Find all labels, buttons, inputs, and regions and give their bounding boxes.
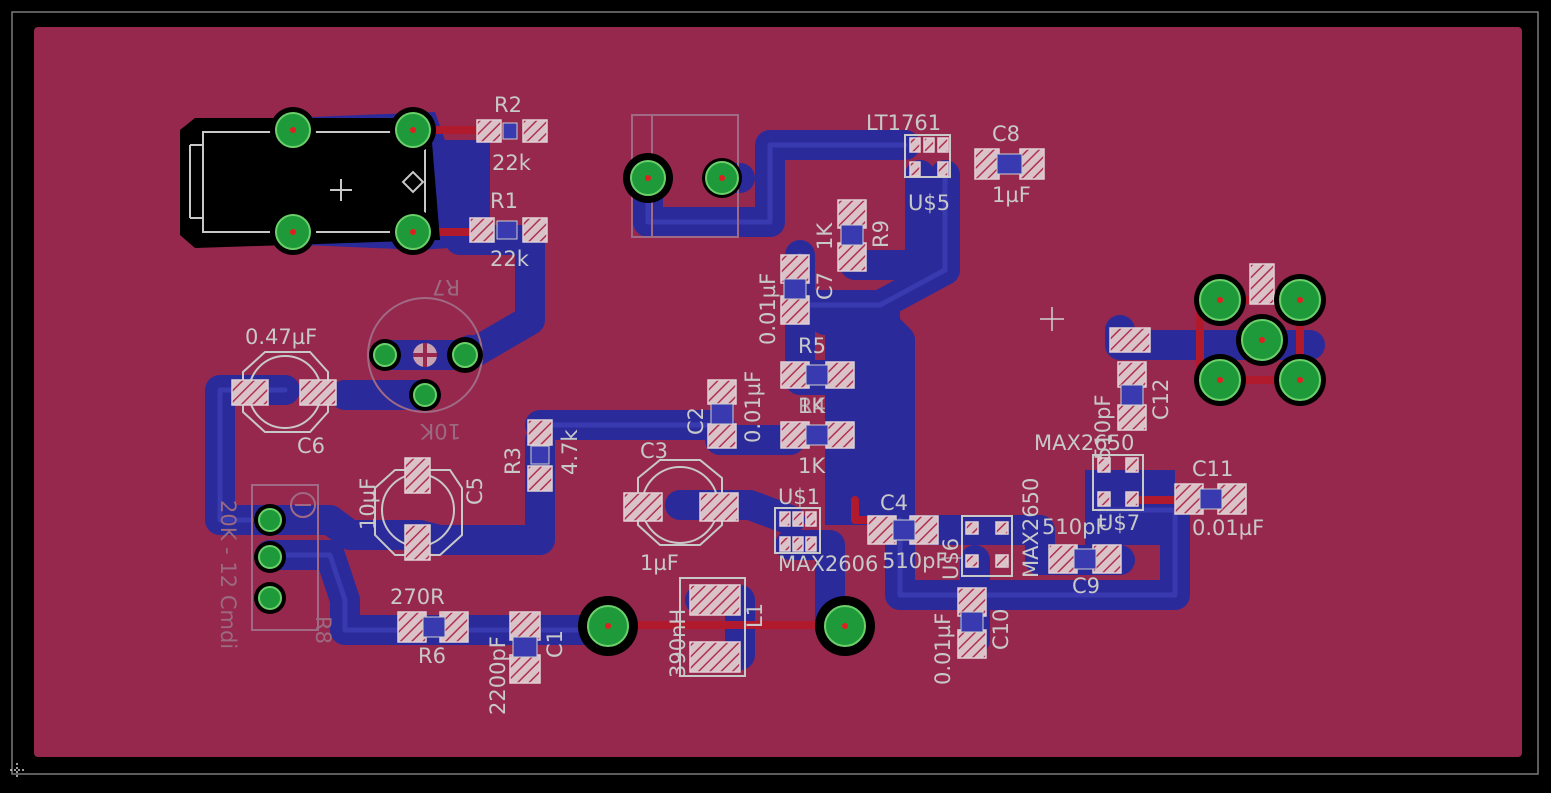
- label-r2: R2: [494, 93, 522, 117]
- label-c9: C9: [1072, 574, 1100, 598]
- r8-trimmer: [251, 484, 319, 631]
- label-r9-value: 1K: [813, 222, 837, 250]
- silkscreen-labels: R2 22k R1 22k R7 10K 0.47µF C6 LT1761 U$…: [216, 93, 1264, 715]
- label-r8: R8: [311, 616, 335, 644]
- label-r3: R3: [501, 447, 525, 475]
- label-r7: R7: [432, 275, 460, 299]
- label-c3-value: 1µF: [640, 551, 679, 575]
- label-c4: C4: [880, 491, 908, 515]
- label-c8-value: 1µF: [992, 183, 1031, 207]
- label-us6: U$6: [939, 538, 963, 580]
- label-c9-value: 510pF: [1042, 515, 1108, 539]
- r7-trimpot: [367, 297, 483, 413]
- label-c5-value: 10µF: [356, 478, 380, 530]
- label-max2650-b: MAX2650: [1034, 431, 1134, 455]
- label-r9: R9: [869, 220, 893, 248]
- label-r1: R1: [490, 189, 518, 213]
- label-c12-value: 510pF: [1091, 395, 1115, 461]
- label-r2-value: 22k: [492, 151, 532, 175]
- label-c2: C2: [684, 407, 708, 435]
- label-c11: C11: [1192, 457, 1233, 481]
- board-outline: [11, 11, 1539, 775]
- label-c7: C7: [813, 272, 837, 300]
- label-r7-value: 10K: [419, 419, 461, 443]
- label-us5: U$5: [908, 191, 950, 215]
- label-r5: R5: [798, 334, 826, 358]
- origin-markers: [10, 307, 1064, 777]
- label-c3: C3: [640, 439, 668, 463]
- label-us7: U$7: [1098, 511, 1140, 535]
- label-r6: R6: [418, 644, 446, 668]
- label-us1: U$1: [778, 485, 820, 509]
- label-r5-value: 1K: [798, 394, 826, 418]
- through-holes: [254, 107, 1326, 656]
- label-c2-value: 0.01µF: [741, 371, 765, 443]
- label-max2650-a: MAX2650: [1019, 478, 1043, 578]
- label-r8-value: 20K - 12 Cmdi: [216, 500, 240, 649]
- label-c5: C5: [463, 477, 487, 505]
- label-c10-value: 0.01µF: [931, 613, 955, 685]
- label-c10: C10: [989, 609, 1013, 650]
- label-c6: C6: [297, 434, 325, 458]
- label-r3-value: 4.7k: [558, 429, 582, 475]
- label-c12: C12: [1149, 379, 1173, 420]
- label-lt1761: LT1761: [866, 111, 941, 135]
- label-l1: L1: [743, 603, 767, 628]
- label-c11-value: 0.01µF: [1192, 516, 1264, 540]
- label-l1-value: 390nH: [666, 609, 690, 678]
- label-c1-value: 2200pF: [486, 636, 510, 715]
- label-r6-value: 270R: [390, 585, 445, 609]
- label-r4: R4: [798, 394, 826, 418]
- label-c8: C8: [992, 122, 1020, 146]
- label-c7-value: 0.01µF: [756, 273, 780, 345]
- label-max2606: MAX2606: [778, 552, 878, 576]
- smd-pads: [231, 119, 1275, 684]
- label-c1: C1: [543, 630, 567, 658]
- label-c6-value: 0.47µF: [245, 325, 317, 349]
- label-r4-value: 1K: [798, 454, 826, 478]
- label-r1-value: 22k: [490, 247, 530, 271]
- label-c4-value: 510pF: [882, 549, 948, 573]
